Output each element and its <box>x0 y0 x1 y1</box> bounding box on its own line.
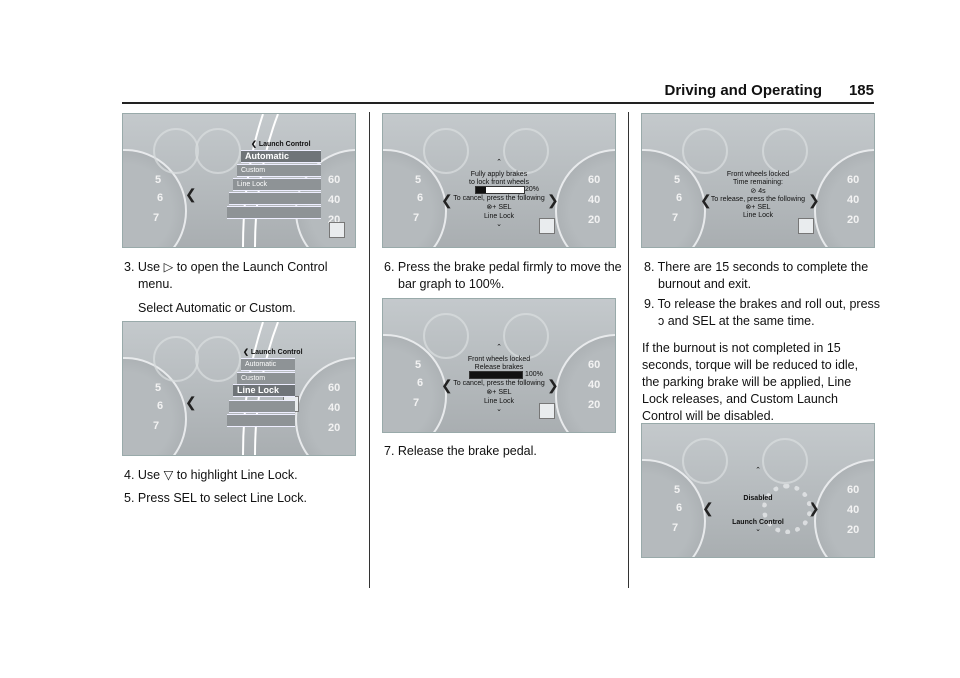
step-3-sub: Select Automatic or Custom. <box>138 301 296 315</box>
cancel-icon: ⊗ <box>486 204 493 211</box>
display-line-2: Time remaining: <box>733 179 783 186</box>
right-arrow-icon: ❯ <box>547 192 559 208</box>
step-7: 7. Release the brake pedal. <box>384 444 537 458</box>
left-arrow-icon: ❮ <box>700 192 712 208</box>
menu-item-empty <box>229 192 321 205</box>
brake-progress-bar <box>469 371 523 379</box>
tachometer-gauge <box>555 334 615 432</box>
status-label: Disabled <box>743 495 773 502</box>
step-9: 9. To release the brakes and roll out, p… <box>644 297 881 328</box>
vehicle-icon <box>539 403 555 419</box>
up-chevron-icon: ⌃ <box>755 467 761 474</box>
progress-percent: 100% <box>525 371 543 378</box>
brake-progress-bar <box>475 186 525 194</box>
step-3: 3. Use ▷ to open the Launch Control menu… <box>124 260 328 291</box>
step-5: 5. Press SEL to select Line Lock. <box>124 491 307 505</box>
step-4: 4. Use ▽ to highlight Line Lock. <box>124 468 298 482</box>
display-line-2: Release brakes <box>474 364 524 371</box>
tachometer-gauge <box>295 357 355 455</box>
cancel-instruction: To cancel, press the following <box>453 380 545 387</box>
column-divider <box>369 112 370 588</box>
page-number: 185 <box>848 82 874 99</box>
mode-label: Launch Control <box>732 519 784 526</box>
mode-label: Line Lock <box>484 213 514 220</box>
down-triangle-icon: ▽ <box>163 468 174 482</box>
mode-label: Line Lock <box>484 398 514 405</box>
timer-readout: ⊘ 4s <box>750 188 766 195</box>
display-line-1: Fully apply brakes <box>470 171 528 178</box>
down-chevron-icon: ⌄ <box>496 221 502 228</box>
burnout-note: If the burnout is not completed in 15 se… <box>642 341 859 423</box>
cancel-icon: ⊗ <box>745 204 752 211</box>
brake-progress-fill <box>476 187 486 193</box>
left-arrow-icon: ❮ <box>185 394 197 410</box>
gear-icon <box>762 484 812 534</box>
down-chevron-icon: ⌄ <box>496 406 502 413</box>
menu-item-empty <box>227 414 295 427</box>
right-arrow-icon: ❯ <box>808 192 820 208</box>
menu-item-automatic: Automatic <box>241 150 321 163</box>
menu-item-empty <box>227 206 321 219</box>
step-8: 8. There are 15 seconds to complete the … <box>644 260 869 291</box>
menu-item-empty <box>229 400 295 413</box>
menu-item-line-lock: Line Lock <box>233 178 321 191</box>
vehicle-icon <box>539 218 555 234</box>
display-line-1: Front wheels locked <box>467 356 531 363</box>
sel-combo: ⊗+ SEL <box>745 204 771 211</box>
right-arrow-icon: ❯ <box>808 500 820 516</box>
sel-combo: ⊗+ SEL <box>486 204 512 211</box>
left-arrow-icon: ❮ <box>185 186 197 202</box>
cancel-instruction: To cancel, press the following <box>453 195 545 202</box>
display-line-1: Front wheels locked <box>726 171 790 178</box>
release-instruction: To release, press the following <box>710 196 806 203</box>
cancel-icon: ⊗ <box>486 389 493 396</box>
vehicle-icon <box>329 222 345 238</box>
header-rule <box>122 102 874 104</box>
tachometer-gauge <box>814 459 874 557</box>
sel-combo: ⊗+ SEL <box>486 389 512 396</box>
brake-progress-fill <box>470 372 522 378</box>
up-chevron-icon: ⌃ <box>496 344 502 351</box>
right-triangle-icon: ▷ <box>163 260 174 274</box>
traction-off-icon: ↄ <box>658 314 665 328</box>
left-arrow-icon: ❮ <box>441 377 453 393</box>
display-line-2: to lock front wheels <box>469 179 529 186</box>
menu-item-custom: Custom <box>237 164 321 177</box>
left-arrow-icon: ❮ <box>702 500 714 516</box>
left-arrow-icon: ❮ <box>441 192 453 208</box>
menu-back-label: ❮ Launch Control <box>243 349 303 356</box>
page-header: Driving and Operating 185 <box>122 82 874 102</box>
tachometer-gauge <box>555 149 615 247</box>
vehicle-icon <box>798 218 814 234</box>
menu-item-line-lock: Line Lock <box>233 384 295 397</box>
section-title: Driving and Operating <box>664 82 822 99</box>
mode-label: Line Lock <box>743 212 773 219</box>
menu-item-automatic: Automatic <box>241 358 295 371</box>
up-chevron-icon: ⌃ <box>496 159 502 166</box>
timer-icon: ⊘ <box>750 188 757 195</box>
step-6: 6. Press the brake pedal firmly to move … <box>384 260 622 291</box>
menu-back-label: ❮ Launch Control <box>251 141 311 148</box>
down-chevron-icon: ⌄ <box>755 526 761 533</box>
right-arrow-icon: ❯ <box>547 377 559 393</box>
column-divider <box>628 112 629 588</box>
progress-percent: 20% <box>525 186 540 193</box>
tachometer-gauge <box>814 149 874 247</box>
